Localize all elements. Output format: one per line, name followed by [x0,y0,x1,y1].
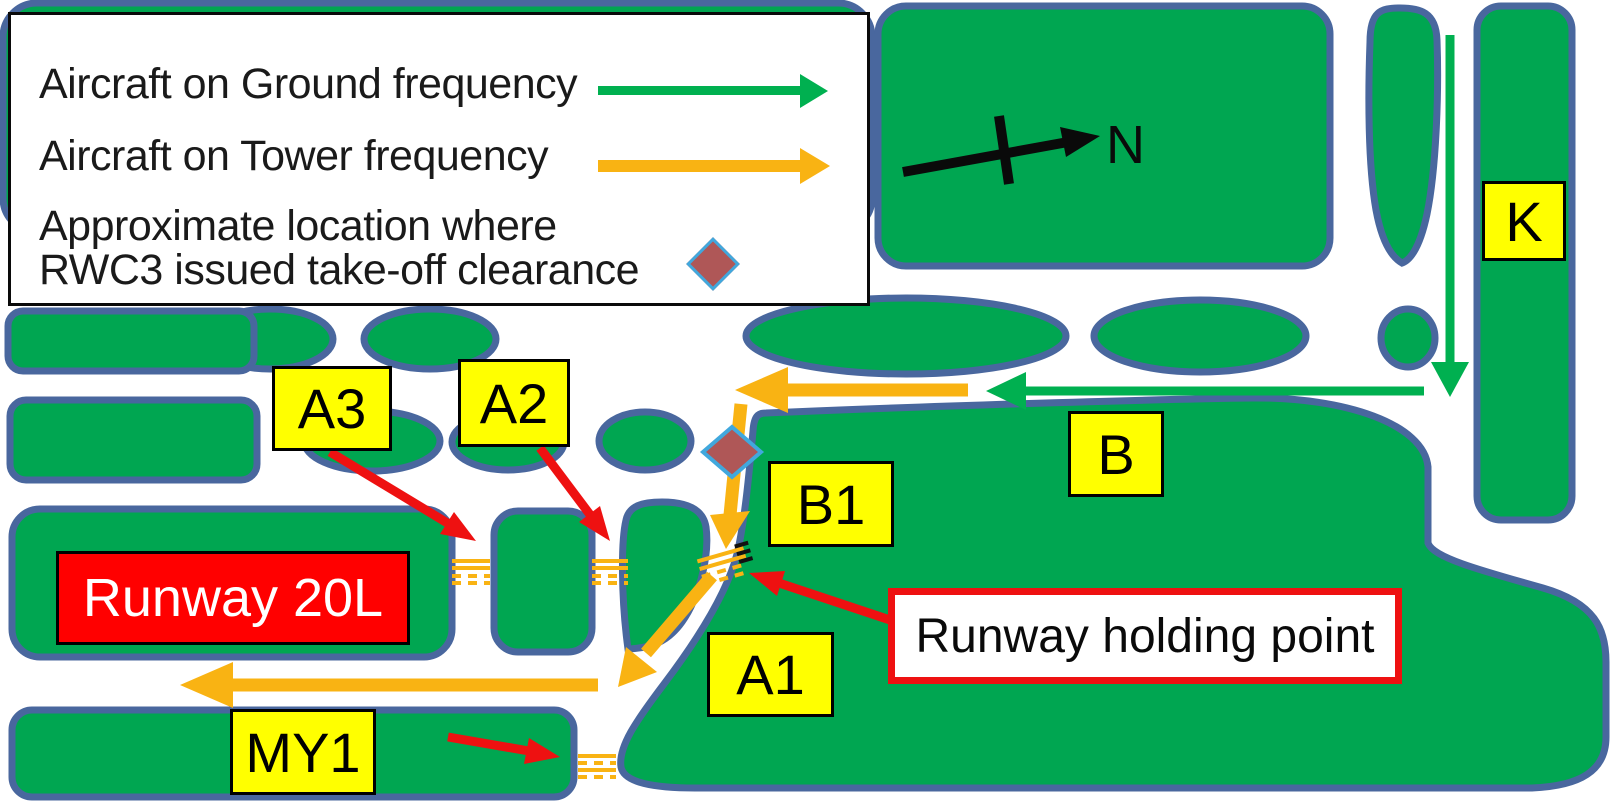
pavement-island [360,305,500,373]
holding-point-marking-a2 [592,559,628,585]
my1-pointer-arrow [447,732,560,764]
taxiway-label-a1: A1 [707,632,834,717]
a2-pointer-arrow [536,445,610,541]
a3-pointer-arrow [327,448,476,541]
clearance-diamond-icon [686,237,740,291]
legend-item-clearance-location-line1: Approximate location where [39,202,557,250]
legend-item-ground-frequency: Aircraft on Ground frequency [39,60,578,108]
tower-route-arrow-runway-entry-a1 [618,571,717,687]
holding-point-marking-my1 [578,754,616,779]
pavement-island [1090,296,1310,376]
holding-point-pointer-arrow [749,571,892,625]
pavement-island [742,294,1070,378]
compass-north-arrow [902,115,1100,185]
pavement-island [595,408,695,474]
taxiway-label-my1: MY1 [230,709,376,795]
pavement-north-block [874,2,1334,270]
holding-point-callout: Runway holding point [888,588,1402,684]
runway-20l-banner: Runway 20L [56,551,410,645]
holding-point-marking-a3 [452,559,490,585]
taxiway-label-b: B [1068,411,1164,497]
tower-route-arrow-lineup-runway [180,662,598,708]
pavement-island-small [1377,305,1439,371]
legend-item-tower-frequency: Aircraft on Tower frequency [39,132,549,180]
taxiway-label-k: K [1482,181,1566,261]
pavement-island-a3-a2 [490,507,596,656]
taxiway-label-a3: A3 [272,366,392,451]
pavement-teardrop-island [1365,4,1442,267]
pavement-taxiway-k [1473,2,1576,524]
tower-route-arrow-west-taxiway-b [735,367,968,413]
taxiway-label-b1: B1 [768,461,894,547]
pavement-strip [4,307,258,375]
legend-item-clearance-location-line2: RWC3 issued take-off clearance [39,246,640,294]
pavement-strip [6,396,261,484]
legend: Aircraft on Ground frequency Aircraft on… [8,12,870,306]
north-label: N [1106,115,1145,175]
ground-route-arrow-west-taxiway-b [986,372,1424,410]
clearance-location-diamond-icon [699,424,765,480]
ground-route-arrow-south-taxiway-k [1431,35,1469,397]
taxiway-label-a2: A2 [458,359,570,447]
